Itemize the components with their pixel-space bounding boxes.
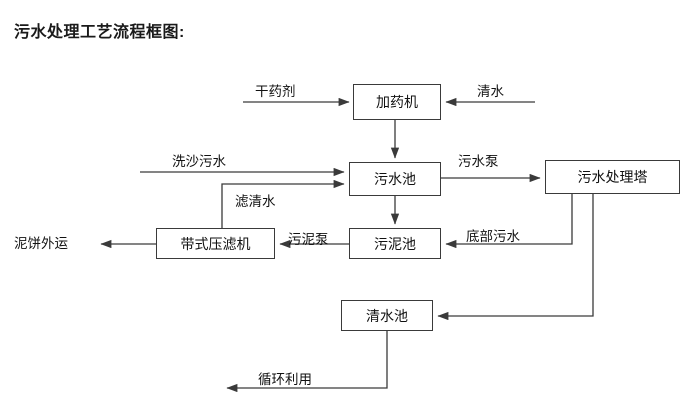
edge-label-sludge-pump: 污泥泵 <box>288 232 329 247</box>
node-dosing-machine-label: 加药机 <box>376 94 418 110</box>
node-wastewater-pool[interactable]: 污水池 <box>349 162 441 196</box>
node-dosing-machine[interactable]: 加药机 <box>353 84 441 120</box>
edge-clear-water-pool-to-recycle <box>226 331 388 393</box>
edge-treatment-tower-to-clear-water-pool <box>437 194 594 321</box>
node-clear-water-pool[interactable]: 清水池 <box>341 300 433 331</box>
edge-label-sewage-pump: 污水泵 <box>458 154 499 169</box>
node-belt-filter-press[interactable]: 带式压滤机 <box>156 228 275 259</box>
edge-belt-filter-press-to-wastewater-pool <box>221 179 345 228</box>
edge-label-recycle-reuse: 循环利用 <box>258 372 312 387</box>
node-treatment-tower-label: 污水处理塔 <box>577 169 648 185</box>
edge-label-clean-water: 清水 <box>477 84 504 99</box>
node-wastewater-pool-label: 污水池 <box>374 171 416 187</box>
edge-label-filtered-water: 滤清水 <box>235 194 276 209</box>
node-treatment-tower[interactable]: 污水处理塔 <box>545 160 680 194</box>
edge-label-sand-wash-sewage: 洗沙污水 <box>172 154 226 169</box>
node-sludge-pool-label: 污泥池 <box>374 235 416 252</box>
edge-treatment-tower-to-sludge-pool <box>445 194 573 249</box>
node-sludge-pool[interactable]: 污泥池 <box>349 228 441 259</box>
page-title: 污水处理工艺流程框图: <box>14 24 185 41</box>
terminal-label-mud-cake-out: 泥饼外运 <box>14 236 68 251</box>
node-belt-filter-press-label: 带式压滤机 <box>180 235 251 252</box>
edge-label-dry-chemical: 干药剂 <box>255 84 296 99</box>
node-clear-water-pool-label: 清水池 <box>366 307 408 324</box>
edge-label-bottom-sewage: 底部污水 <box>466 229 520 244</box>
